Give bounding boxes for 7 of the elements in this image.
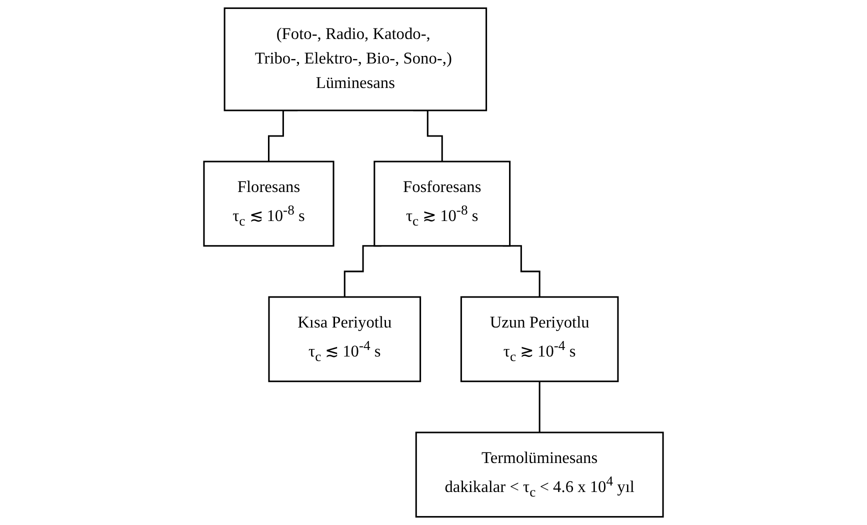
node-box: Uzun Periyotlu τ$_{c}$ ≳ 10$^{-4}$ s bbox=[460, 296, 619, 382]
node-box: Kısa Periyotlu τ$_{c}$ ≲ 10$^{-4}$ s bbox=[268, 296, 422, 382]
node-box: Fosforesans τ$_{c}$ ≳ 10$^{-8}$ s bbox=[374, 160, 511, 247]
node-box: Floresans τ$_{c}$ ≲ 10$^{-8}$ s bbox=[203, 160, 334, 247]
node-box: (Foto-, Radio, Katodo-, Tribo-, Elektro-, Bio-, Sono-,) Lüminesans bbox=[224, 7, 488, 112]
connector bbox=[538, 380, 540, 434]
node-box: Termolüminesans dakikalar < τ$_{c}$ < 4.6 x 10$^{4}$ yıl bbox=[415, 432, 664, 518]
